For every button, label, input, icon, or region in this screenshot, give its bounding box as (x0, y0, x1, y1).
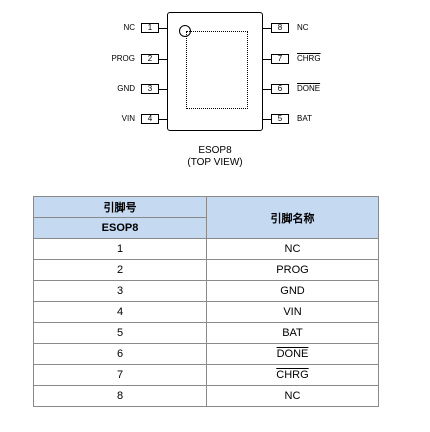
pin-name-cell: DONE (206, 343, 379, 365)
left-pin-number: 3 (141, 84, 159, 94)
table-row: 5 BAT (33, 322, 379, 344)
left-pin-number: 1 (141, 23, 159, 33)
right-pin-label: NC (297, 23, 309, 32)
table-row: 4 VIN (33, 301, 379, 323)
pin-name-cell: NC (206, 238, 379, 260)
pin-lead (263, 28, 271, 29)
header-pin-number: 引脚号 (33, 196, 207, 218)
header-package: ESOP8 (33, 217, 207, 239)
pin-number-cell: 3 (33, 280, 207, 302)
table-row: 1 NC (33, 238, 379, 260)
right-pin-label: CHRG (297, 54, 321, 63)
left-pin-label: VIN (121, 114, 135, 123)
pin-name-cell: CHRG (206, 364, 379, 386)
right-pin-number: 7 (271, 54, 289, 64)
left-pin-label: NC (123, 23, 135, 32)
right-pin-number: 8 (271, 23, 289, 33)
pin-lead (263, 59, 271, 60)
package-name: ESOP8 (198, 145, 232, 156)
left-pin-label: PROG (111, 54, 135, 63)
pin-number-cell: 2 (33, 259, 207, 281)
pin-lead (263, 89, 271, 90)
pinout-diagram: NC 1 PROG 2 GND 3 VIN 4 8 NC 7 CHRG 6 DO… (0, 0, 430, 190)
pin-name-cell: PROG (206, 259, 379, 281)
view-label: (TOP VIEW) (187, 157, 243, 168)
left-pin-label: GND (117, 84, 135, 93)
right-pin-number: 6 (271, 84, 289, 94)
table-row: 3 GND (33, 280, 379, 302)
package-body (167, 12, 263, 131)
right-pin-label: DONE (297, 84, 321, 93)
left-pin-number: 4 (141, 114, 159, 124)
pin-number-cell: 8 (33, 385, 207, 407)
pin-table: 引脚号 引脚名称 ESOP8 1 NC 2 PROG 3 GND 4 VIN 5… (33, 196, 379, 407)
pin-number-cell: 1 (33, 238, 207, 260)
pin-lead (159, 119, 167, 120)
pin1-marker-icon (179, 25, 191, 37)
right-pin-number: 5 (271, 114, 289, 124)
pin-name-cell: BAT (206, 322, 379, 344)
pin-lead (159, 89, 167, 90)
pin-lead (263, 119, 271, 120)
pin-number-cell: 7 (33, 364, 207, 386)
table-row: 8 NC (33, 385, 379, 407)
pin-name-cell: NC (206, 385, 379, 407)
pin-number-cell: 5 (33, 322, 207, 344)
table-row: 6 DONE (33, 343, 379, 365)
exposed-pad (186, 31, 248, 109)
pin-number-cell: 4 (33, 301, 207, 323)
pin-name-cell: VIN (206, 301, 379, 323)
table-row: 2 PROG (33, 259, 379, 281)
pin-lead (159, 59, 167, 60)
table-row: 7 CHRG (33, 364, 379, 386)
left-pin-number: 2 (141, 54, 159, 64)
pin-name-cell: GND (206, 280, 379, 302)
right-pin-label: BAT (297, 114, 312, 123)
header-pin-name: 引脚名称 (206, 196, 379, 239)
pin-number-cell: 6 (33, 343, 207, 365)
pin-lead (159, 28, 167, 29)
